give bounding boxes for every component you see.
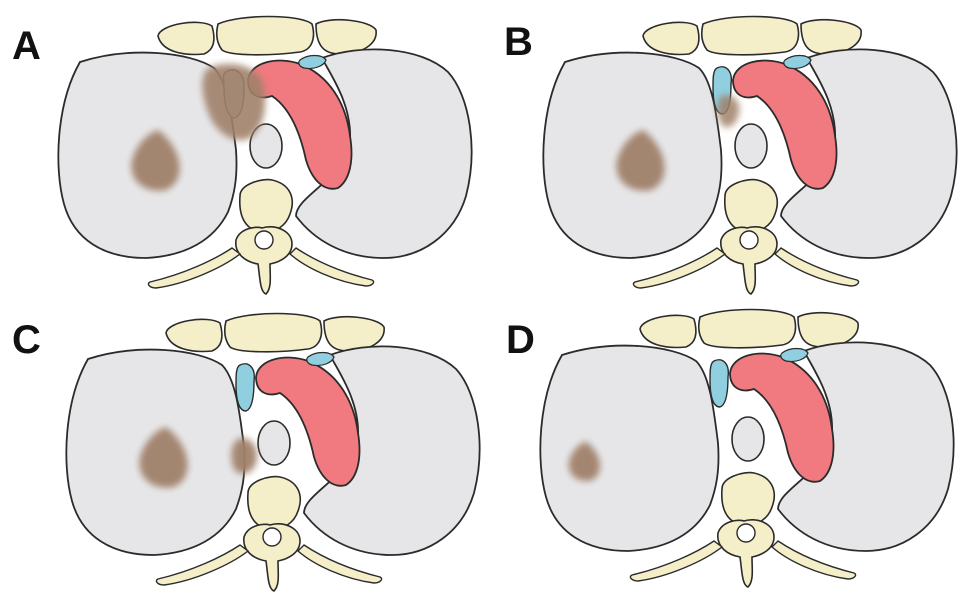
- panel-c-diagram: [0, 303, 482, 606]
- spinal-canal: [740, 231, 758, 249]
- sternum: [225, 314, 322, 352]
- panel-d-diagram: [482, 303, 964, 606]
- thorax-cross-section: [66, 314, 479, 592]
- panel-b-diagram: [482, 0, 964, 303]
- pulmonary-vessel-upper: [307, 353, 334, 366]
- vertebral-body: [248, 477, 300, 529]
- panel-c: C: [0, 303, 482, 606]
- spinal-canal: [737, 524, 755, 542]
- panel-c-label: C: [12, 320, 41, 360]
- thorax-cross-section: [540, 310, 953, 588]
- superior-vena-cava: [236, 364, 254, 411]
- thorax-cross-section: [58, 17, 471, 295]
- hilar-lesion: [231, 438, 257, 474]
- sternum: [702, 17, 799, 55]
- spinal-canal: [263, 528, 281, 546]
- vertebral-body: [725, 180, 777, 232]
- panel-b: B: [482, 0, 964, 303]
- sternum: [217, 17, 314, 55]
- trachea: [735, 124, 767, 168]
- vertebral-body: [240, 180, 292, 232]
- panel-d: D: [482, 303, 964, 606]
- trachea: [732, 417, 764, 461]
- trachea: [258, 421, 290, 465]
- panel-a: A: [0, 0, 482, 303]
- panel-d-label: D: [506, 320, 535, 360]
- left-costal-cartilage: [643, 22, 699, 54]
- panel-b-label: B: [504, 22, 533, 62]
- thorax-cross-section: [543, 17, 956, 295]
- pulmonary-vessel-upper: [299, 56, 326, 69]
- left-costal-cartilage: [166, 319, 222, 351]
- sternum: [699, 310, 796, 348]
- panel-a-label: A: [12, 26, 41, 66]
- left-costal-cartilage: [158, 22, 214, 54]
- right-lung: [540, 346, 718, 551]
- pulmonary-vessel-upper: [781, 349, 808, 362]
- spinal-canal: [255, 231, 273, 249]
- pulmonary-vessel-upper: [784, 56, 811, 69]
- superior-vena-cava: [710, 360, 728, 407]
- vertebral-body: [722, 473, 774, 525]
- left-costal-cartilage: [640, 315, 696, 347]
- panel-a-diagram: [0, 0, 482, 303]
- hilar-lesion: [717, 95, 739, 127]
